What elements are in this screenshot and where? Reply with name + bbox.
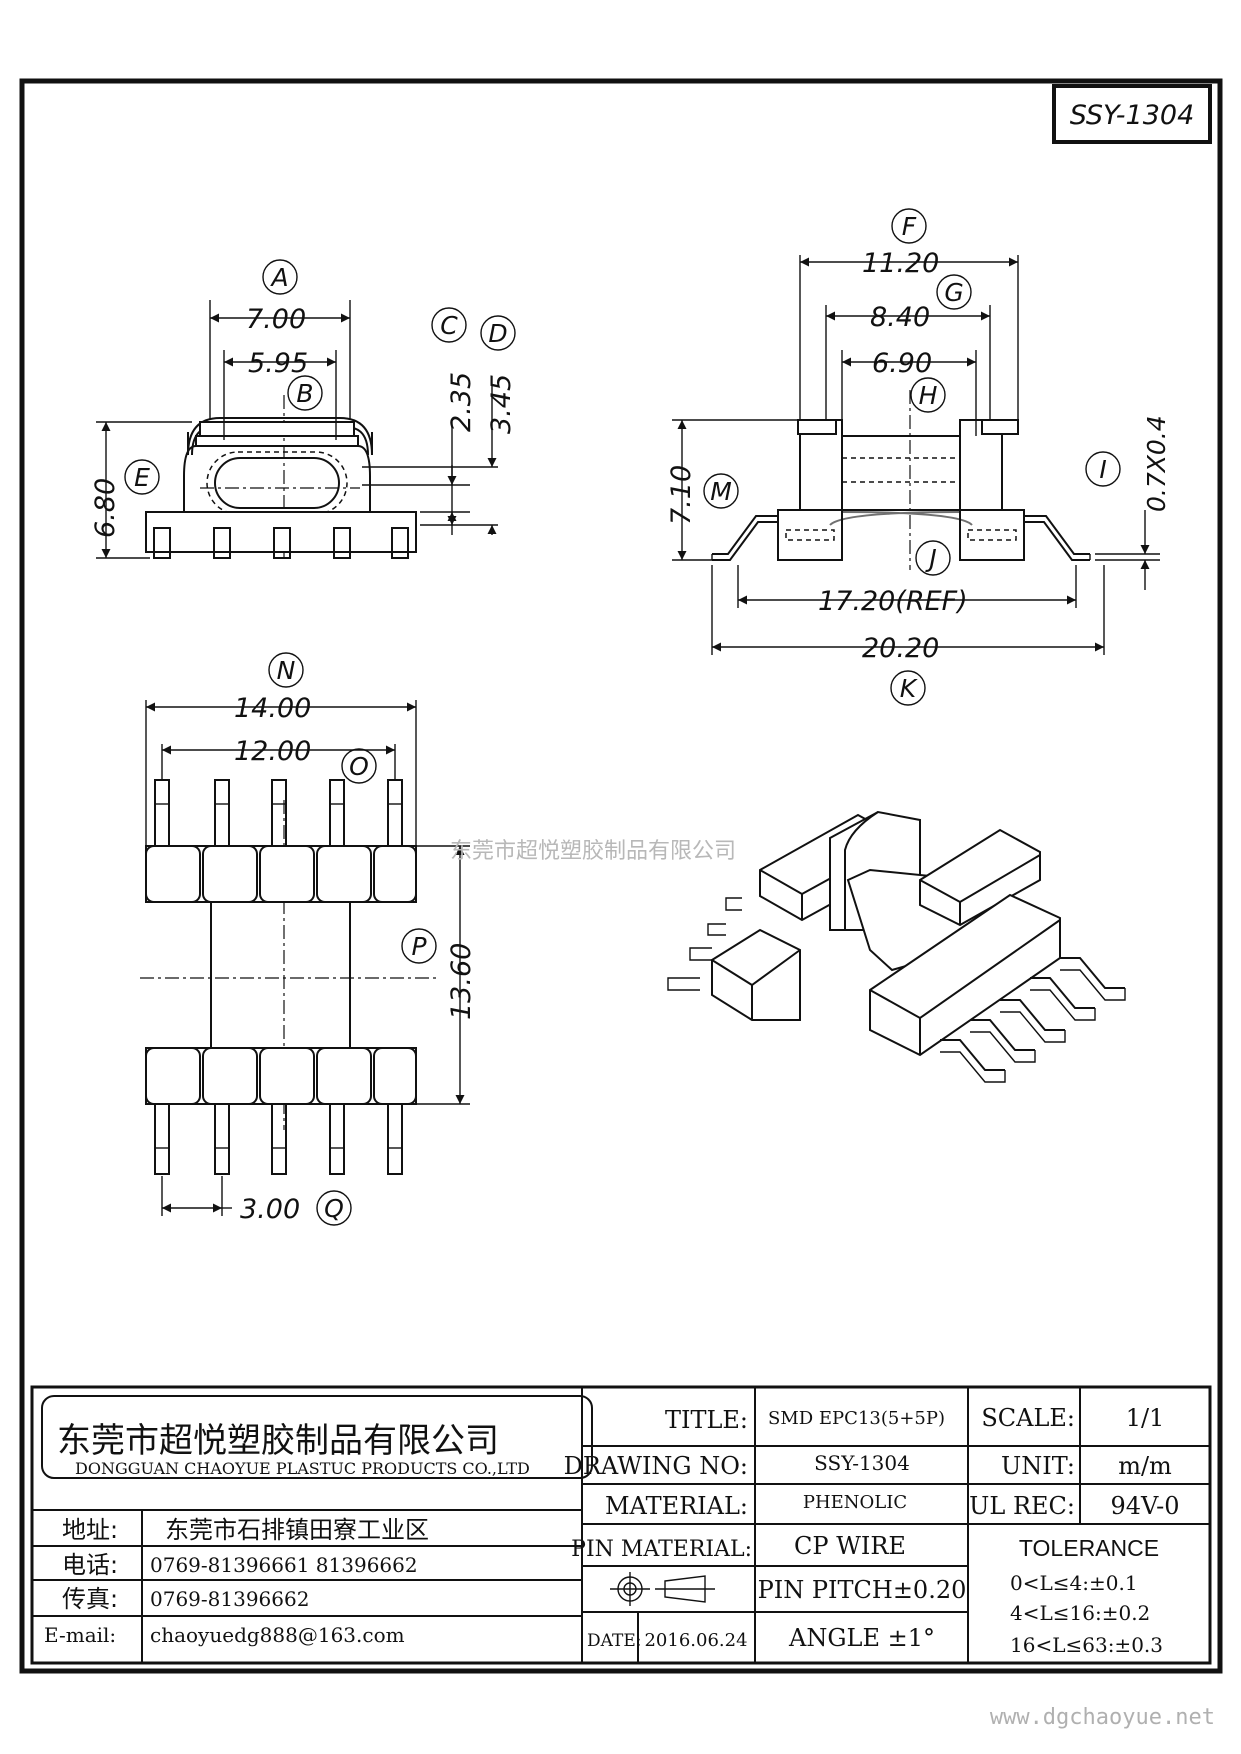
unit-label: UNIT:: [1001, 1452, 1075, 1480]
tolerance-2: 4<L≤16:±0.2: [1010, 1601, 1150, 1625]
address-value: 东莞市石排镇田寮工业区: [165, 1516, 429, 1544]
dim-i-letter: I: [1099, 455, 1106, 484]
dim-g-letter: G: [944, 278, 963, 307]
dim-p-letter: P: [411, 932, 427, 961]
drawing-no-value: SSY-1304: [814, 1451, 910, 1475]
fax-label: 传真:: [62, 1585, 118, 1613]
dim-c-letter: C: [440, 311, 458, 340]
dim-q-value: 3.00: [240, 1194, 300, 1225]
watermark-text: 东莞市超悦塑胶制品有限公司: [450, 839, 736, 864]
dim-b-value: 5.95: [248, 348, 308, 379]
dim-k-letter: K: [900, 674, 919, 703]
dim-n-value: 14.00: [234, 693, 311, 724]
pin-material-value: CP WIRE: [794, 1532, 906, 1560]
dim-i-value: 0.7X0.4: [1142, 415, 1171, 512]
dim-m-value: 7.10: [666, 465, 697, 525]
company-name-cn: 东莞市超悦塑胶制品有限公司: [57, 1421, 499, 1461]
tolerance-3: 16<L≤63:±0.3: [1010, 1633, 1163, 1657]
dim-h-letter: H: [919, 381, 938, 410]
drawing-id-box: SSY-1304: [1052, 84, 1212, 144]
front-view: [96, 300, 498, 560]
dim-m-letter: M: [710, 477, 732, 506]
top-view: [140, 700, 470, 1216]
dim-a-letter: A: [269, 263, 288, 292]
dim-q-letter: Q: [324, 1194, 344, 1223]
dim-d-letter: D: [488, 319, 507, 348]
dim-o-letter: O: [349, 752, 369, 781]
angle-value: ANGLE ±1°: [788, 1624, 935, 1652]
dimension-values: 7.00 5.95 2.35 3.45 6.80 11.20 8.40 6.90…: [90, 248, 1171, 1225]
projection-symbol-icon: [610, 1572, 715, 1606]
ul-value: 94V-0: [1110, 1492, 1179, 1520]
drawing-no-label: DRAWING NO:: [564, 1452, 748, 1480]
top-view-pins-upper: [154, 779, 403, 849]
dim-d-value: 3.45: [486, 374, 517, 434]
scale-label: SCALE:: [981, 1404, 1075, 1432]
front-view-pins: [153, 527, 409, 559]
material-label: MATERIAL:: [605, 1492, 748, 1520]
dim-n-letter: N: [277, 656, 296, 685]
title-block: 东莞市超悦塑胶制品有限公司 DONGGUAN CHAOYUE PLASTUC P…: [30, 1385, 1212, 1665]
date-value: 2016.06.24: [644, 1630, 747, 1651]
top-view-pins-lower: [154, 1103, 403, 1175]
isometric-view: [667, 810, 1126, 1083]
dim-a-value: 7.00: [246, 304, 306, 335]
outer-frame: [19, 78, 1223, 1674]
fax-value: 0769-81396662: [150, 1587, 309, 1611]
top-view-blocks-lower: [145, 1047, 417, 1105]
ul-label: UL REC:: [969, 1492, 1075, 1520]
title-label: TITLE:: [665, 1406, 748, 1434]
address-label: 地址:: [62, 1516, 118, 1544]
email-value: chaoyuedg888@163.com: [150, 1623, 405, 1647]
scale-value: 1/1: [1126, 1404, 1165, 1432]
dim-h-value: 6.90: [872, 348, 932, 379]
phone-label: 电话:: [62, 1551, 118, 1579]
top-view-blocks-upper: [145, 845, 417, 903]
tolerance-1: 0<L≤4:±0.1: [1010, 1571, 1138, 1595]
side-view: [672, 255, 1160, 655]
date-label: DATE:: [587, 1631, 641, 1651]
dim-j-letter: J: [924, 544, 936, 573]
dim-k-value: 20.20: [862, 633, 939, 664]
company-name-en: DONGGUAN CHAOYUE PLASTUC PRODUCTS CO.,LT…: [75, 1459, 530, 1478]
material-value: PHENOLIC: [803, 1492, 907, 1513]
dim-c-value: 2.35: [446, 372, 477, 432]
dim-f-letter: F: [902, 212, 917, 241]
dim-o-value: 12.00: [234, 736, 311, 767]
tolerance-label: TOLERANCE: [1019, 1535, 1159, 1561]
pin-material-label: PIN MATERIAL:: [571, 1537, 752, 1562]
dim-e-letter: E: [134, 463, 150, 492]
dim-e-value: 6.80: [90, 478, 121, 538]
email-label: E-mail:: [44, 1623, 116, 1647]
dim-b-letter: B: [296, 379, 313, 408]
dim-g-value: 8.40: [870, 302, 930, 333]
website-url: www.dgchaoyue.net: [990, 1705, 1215, 1730]
dim-p-value: 13.60: [446, 943, 477, 1020]
unit-value: m/m: [1118, 1452, 1172, 1480]
dim-j-value: 17.20(REF): [818, 586, 968, 617]
dim-f-value: 11.20: [862, 248, 939, 279]
title-value: SMD EPC13(5+5P): [768, 1408, 945, 1429]
pin-pitch-value: PIN PITCH±0.20: [758, 1576, 967, 1604]
phone-value: 0769-81396661 81396662: [150, 1553, 418, 1577]
drawing-id: SSY-1304: [1070, 100, 1195, 131]
